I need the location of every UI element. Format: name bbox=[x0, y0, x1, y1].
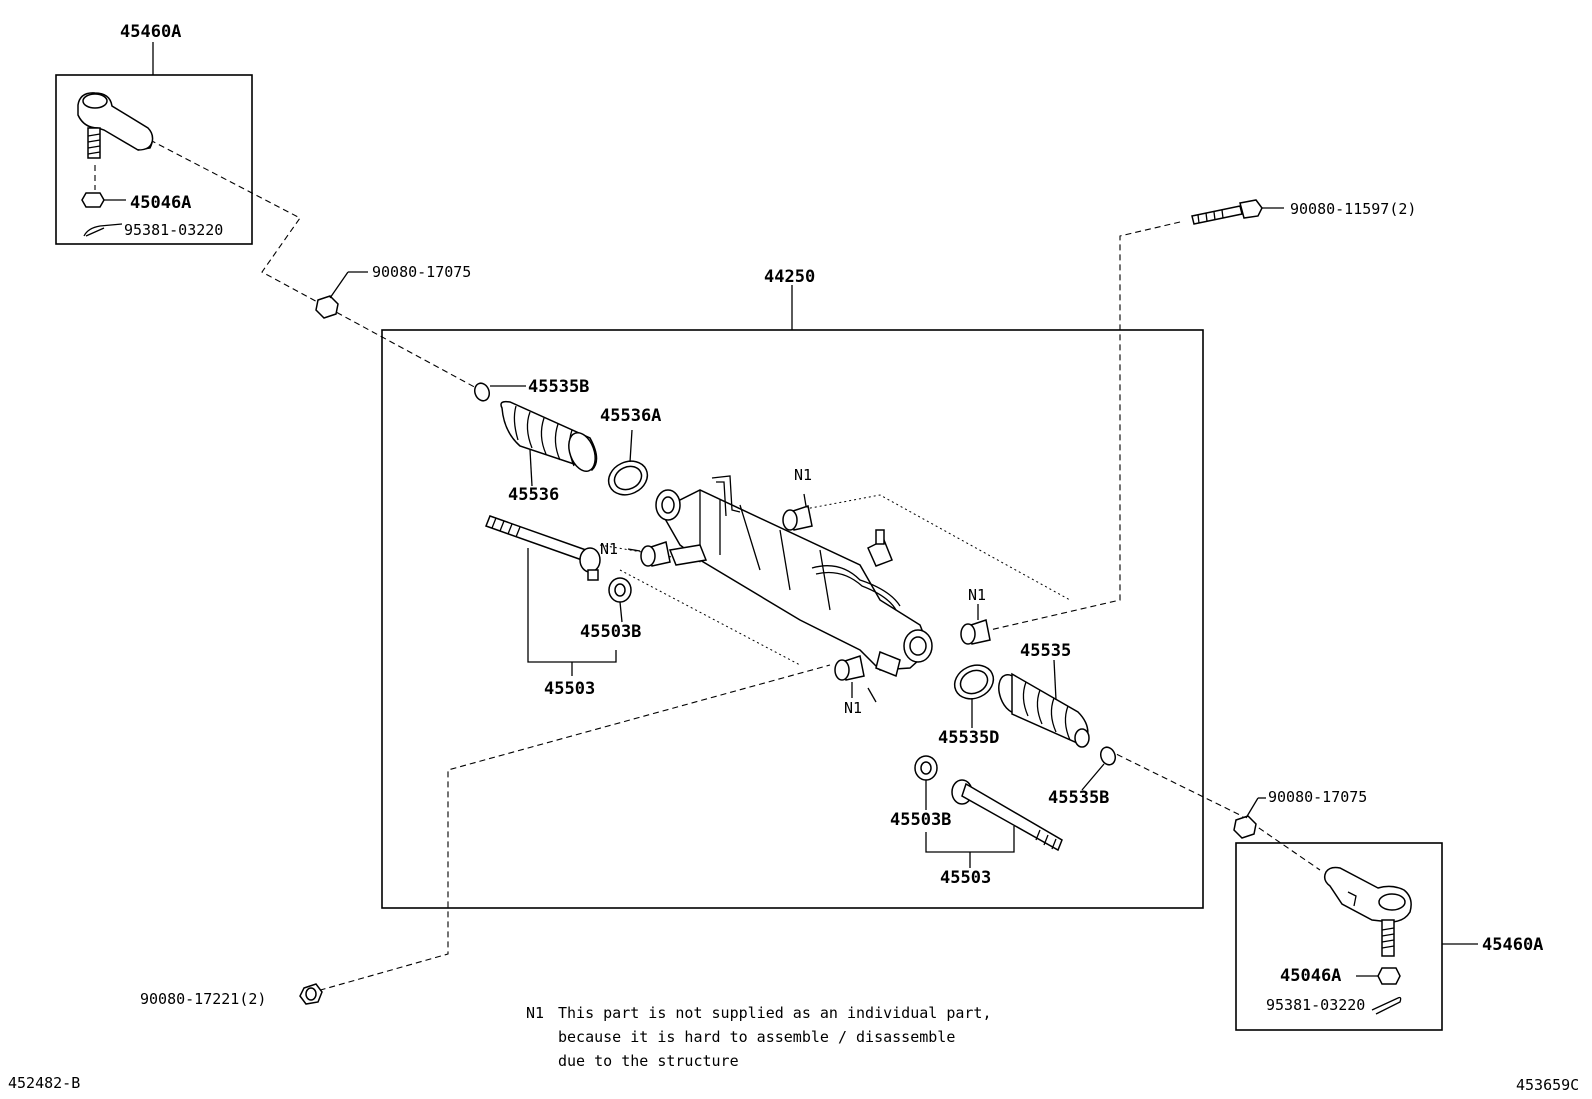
label-left-nut: 90080-17075 bbox=[372, 263, 471, 281]
clamp-icon bbox=[953, 664, 995, 728]
label-washer-right: 45503B bbox=[890, 810, 951, 830]
clamp-icon bbox=[607, 429, 649, 496]
label-washer-left: 45503B bbox=[580, 622, 641, 642]
label-right-nut: 90080-17075 bbox=[1268, 788, 1367, 806]
note-marker: N1 bbox=[526, 1004, 544, 1022]
nut-icon bbox=[1233, 797, 1266, 839]
cotter-pin-icon bbox=[1371, 996, 1402, 1015]
label-rack-assembly: 44250 bbox=[764, 267, 815, 287]
label-n1-a: N1 bbox=[794, 466, 812, 484]
label-top-left-pin: 95381-03220 bbox=[124, 221, 223, 239]
tie-rod-end-icon bbox=[77, 92, 154, 159]
bushing-icon bbox=[627, 541, 671, 567]
label-n1-d: N1 bbox=[844, 699, 862, 717]
clamp-icon bbox=[1081, 746, 1117, 791]
label-clamp-left: 45535B bbox=[528, 377, 589, 397]
top-left-assembly-box bbox=[55, 74, 253, 245]
label-bottom-right-assembly: 45460A bbox=[1482, 935, 1543, 955]
label-clip-right: 45535D bbox=[938, 728, 999, 748]
label-n1-b: N1 bbox=[600, 540, 618, 558]
boot-icon bbox=[500, 400, 598, 487]
bolt-icon bbox=[299, 983, 323, 1005]
bushing-icon bbox=[960, 604, 991, 645]
rack-housing-icon bbox=[655, 475, 933, 678]
label-bottom-left-bolt: 90080-17221(2) bbox=[140, 990, 266, 1008]
label-rod-right: 45503 bbox=[940, 868, 991, 888]
label-bottom-right-pin: 95381-03220 bbox=[1266, 996, 1365, 1014]
bushing-icon bbox=[834, 655, 865, 698]
note-line-3: due to the structure bbox=[558, 1052, 739, 1070]
label-n1-c: N1 bbox=[968, 586, 986, 604]
cotter-pin-icon bbox=[83, 223, 123, 237]
note-line-2: because it is hard to assemble / disasse… bbox=[558, 1028, 955, 1046]
washer-icon bbox=[914, 755, 938, 810]
label-bottom-right-nut: 45046A bbox=[1280, 966, 1341, 986]
inner-rod-icon bbox=[485, 515, 601, 581]
label-right-bolt: 90080-11597(2) bbox=[1290, 200, 1416, 218]
label-clip-left: 45536A bbox=[600, 406, 661, 426]
tie-rod-end-icon bbox=[1323, 866, 1412, 957]
label-boot-right: 45535 bbox=[1020, 641, 1071, 661]
clamp-icon bbox=[473, 382, 526, 402]
boot-icon bbox=[998, 659, 1090, 748]
note-line-1: This part is not supplied as an individu… bbox=[558, 1004, 991, 1022]
bottom-right-assembly-box bbox=[1235, 842, 1443, 1031]
bushing-icon bbox=[782, 493, 813, 531]
label-boot-left: 45536 bbox=[508, 485, 559, 505]
footer-left-code: 452482-B bbox=[8, 1074, 80, 1092]
label-top-left-nut: 45046A bbox=[130, 193, 191, 213]
label-top-left-assembly: 45460A bbox=[120, 22, 181, 42]
bolt-icon bbox=[1191, 199, 1284, 225]
footer-right-code: 453659C bbox=[1516, 1076, 1579, 1094]
inner-rod-icon bbox=[951, 779, 1063, 852]
label-rod-left: 45503 bbox=[544, 679, 595, 699]
nut-icon bbox=[315, 271, 368, 319]
washer-icon bbox=[608, 577, 632, 623]
label-clamp-right: 45535B bbox=[1048, 788, 1109, 808]
nut-icon bbox=[1356, 967, 1401, 985]
nut-icon bbox=[81, 192, 126, 208]
